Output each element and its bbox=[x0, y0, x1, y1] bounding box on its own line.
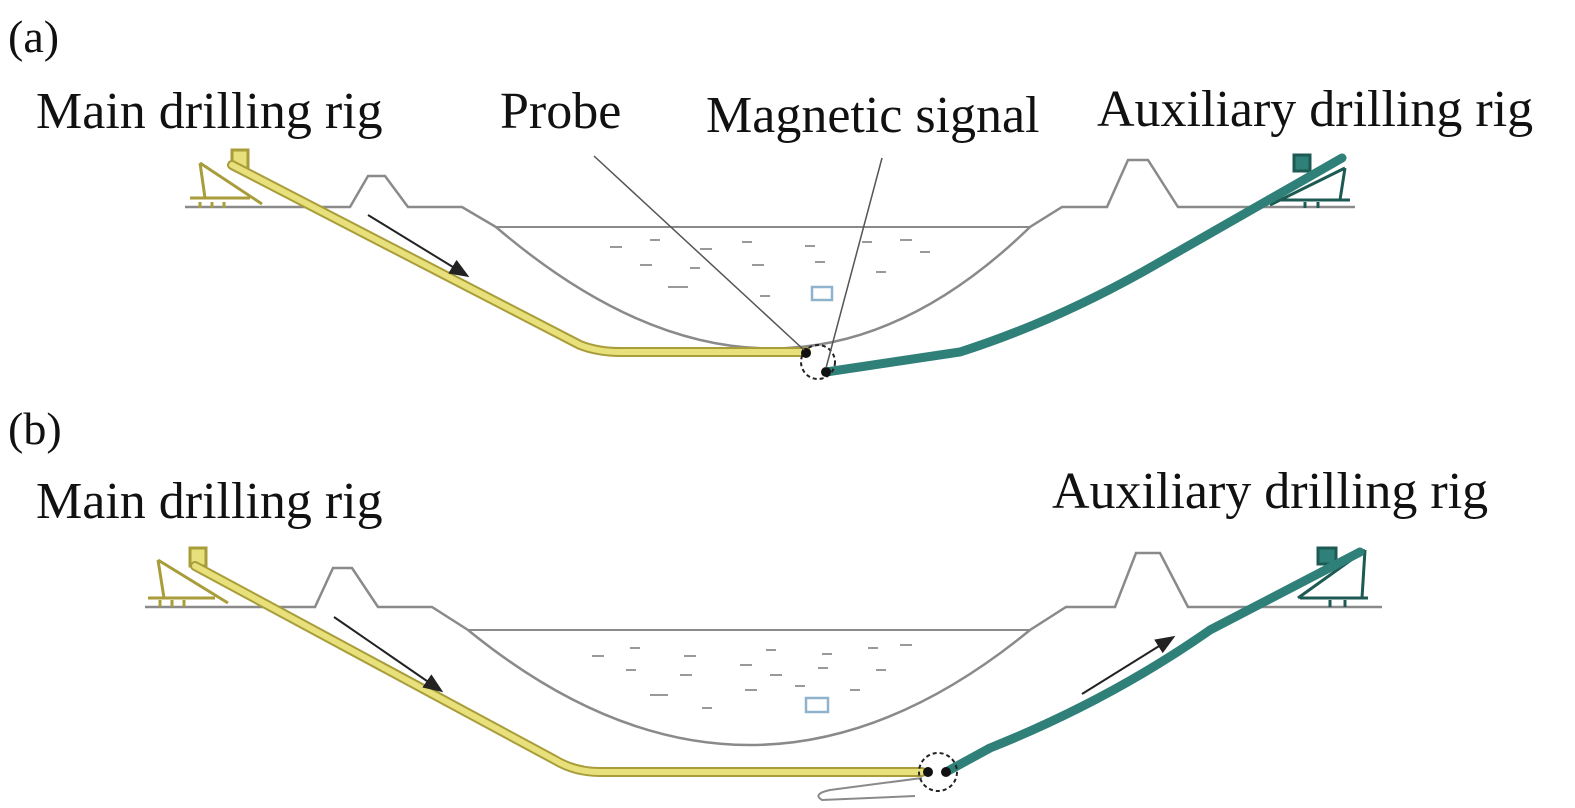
panel-b-aux-rig-machine bbox=[1297, 546, 1368, 607]
panel-b-main-pipe bbox=[192, 563, 925, 775]
panel-a-drill-direction-arrow bbox=[367, 214, 470, 278]
panel-a-aux-bit bbox=[821, 367, 831, 377]
panel-a-label: (a) bbox=[8, 11, 60, 62]
panel-a-probe-leader bbox=[593, 155, 805, 351]
panel-b-pullback-loop bbox=[817, 777, 923, 802]
panel-b-aux-pipe bbox=[941, 547, 1365, 777]
panel-a-water-dashes bbox=[610, 239, 930, 297]
panel-b-main-rig-label: Main drilling rig bbox=[36, 473, 383, 530]
panel-b-aux-direction-arrow bbox=[1081, 635, 1176, 695]
panel-b-meeting-circle bbox=[918, 752, 958, 792]
panel-a-main-pipe-edge bbox=[227, 160, 811, 357]
panel-b-probe-marker bbox=[804, 696, 830, 714]
panel-a-meeting-circle bbox=[800, 344, 836, 380]
panel-a-aux-pipe bbox=[821, 153, 1347, 377]
panel-b-water-dashes bbox=[592, 644, 912, 709]
panel-a-main-rig-label: Main drilling rig bbox=[36, 83, 383, 140]
panel-a-aux-rig-label: Auxiliary drilling rig bbox=[1097, 81, 1534, 138]
panel-b-terrain bbox=[145, 551, 1382, 747]
panel-a-magnetic-signal-label: Magnetic signal bbox=[706, 87, 1040, 144]
panel-b-main-pipe-edge bbox=[190, 561, 927, 777]
panel-a-aux-rig-machine bbox=[1269, 153, 1350, 208]
panel-a bbox=[185, 148, 1355, 380]
panel-b-main-rig-machine bbox=[148, 546, 229, 607]
panel-b-label: (b) bbox=[8, 403, 62, 454]
panel-b-aux-bit bbox=[941, 767, 951, 777]
panel-b-aux-rig-label: Auxiliary drilling rig bbox=[1052, 463, 1489, 520]
panel-a-probe-marker bbox=[810, 285, 834, 302]
panel-a-magnetic-signal-leader bbox=[825, 157, 883, 369]
panel-b-main-bit bbox=[923, 767, 933, 777]
panel-a-main-pipe bbox=[229, 162, 809, 355]
panel-a-probe-label: Probe bbox=[500, 83, 622, 140]
panel-b-main-direction-arrow bbox=[333, 616, 444, 693]
panel-b bbox=[145, 546, 1382, 802]
